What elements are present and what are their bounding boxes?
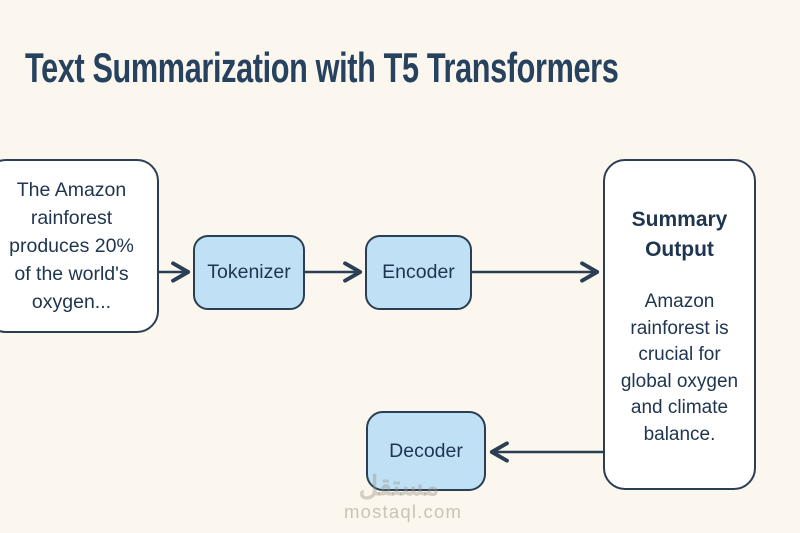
input-text-box: The Amazon rainforest produces 20% of th… xyxy=(0,159,159,333)
decoder-label: Decoder xyxy=(389,439,463,462)
summary-heading: Summary Output xyxy=(631,208,728,261)
tokenizer-box: Tokenizer xyxy=(193,235,305,310)
summary-output-box: Summary Output Amazon rainforest is cruc… xyxy=(603,159,756,490)
summary-body-text: Amazon rainforest is crucial for global … xyxy=(620,291,739,445)
page-title: Text Summarization with T5 Transformers xyxy=(25,44,619,91)
decoder-box: Decoder xyxy=(366,411,486,491)
input-text: The Amazon rainforest produces 20% of th… xyxy=(9,179,134,313)
encoder-label: Encoder xyxy=(382,261,455,283)
tokenizer-label: Tokenizer xyxy=(207,261,291,283)
encoder-box: Encoder xyxy=(365,235,472,310)
